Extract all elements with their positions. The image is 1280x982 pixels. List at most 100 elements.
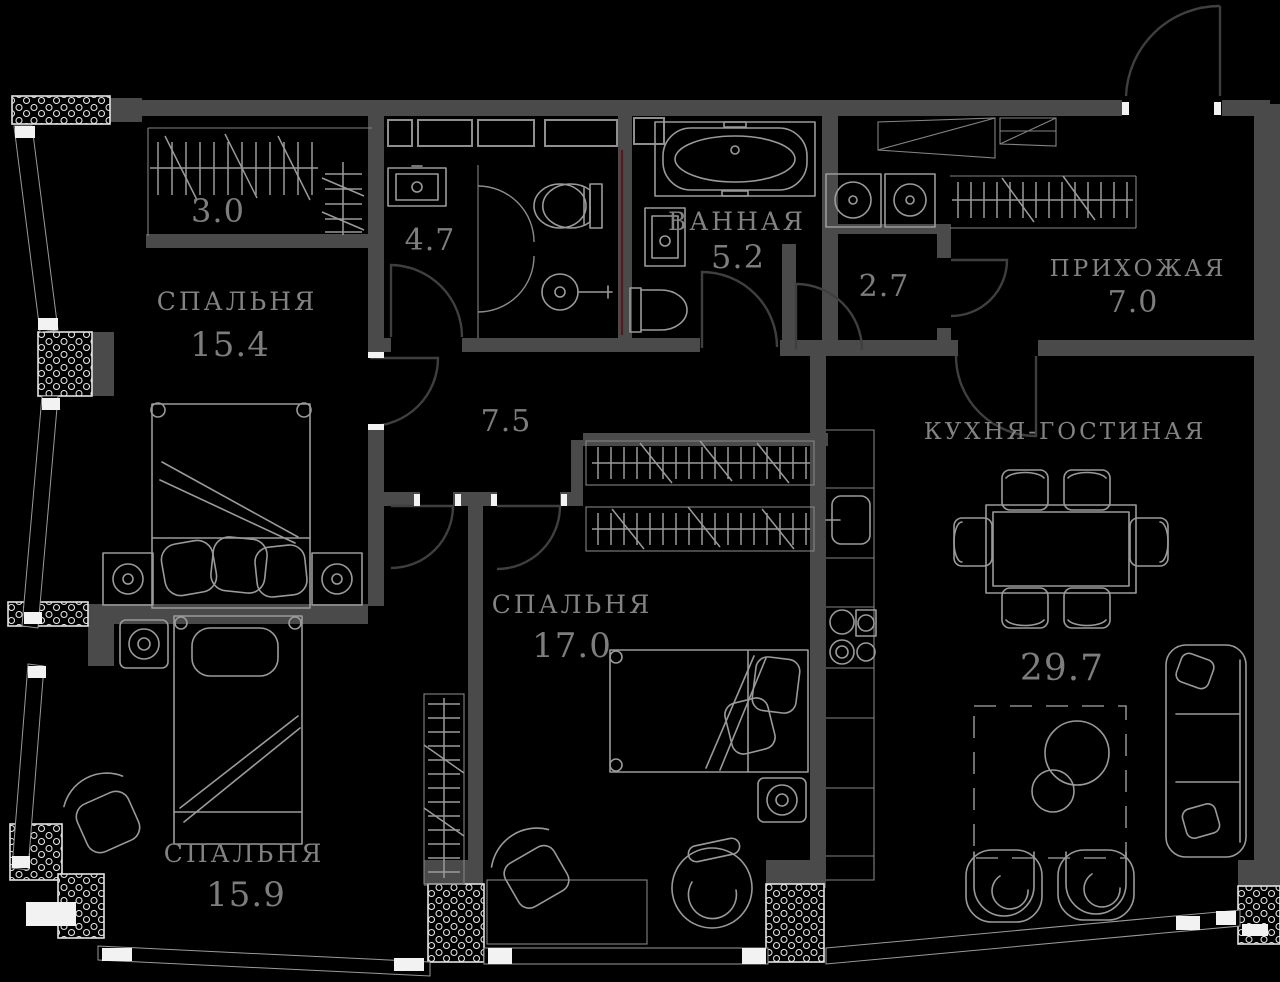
hanger-icon (611, 440, 795, 550)
room-bathroom (620, 117, 816, 335)
wall (1238, 860, 1280, 888)
wall (462, 338, 625, 352)
nightstand (311, 552, 363, 606)
pillow (1181, 802, 1221, 840)
pier (765, 883, 825, 963)
door-arc (390, 504, 455, 570)
door-jamb (561, 494, 567, 506)
wall-right (1254, 104, 1280, 890)
armchair (1057, 849, 1135, 921)
window (13, 125, 59, 333)
pier (37, 331, 93, 397)
wardrobe-rail (423, 693, 465, 885)
door-arc (496, 504, 562, 571)
room-bedroom-1 (102, 402, 363, 609)
door-jamb (368, 352, 384, 358)
wall (937, 224, 951, 258)
window-jamb (742, 948, 766, 964)
cabinet (999, 117, 1057, 147)
chair (1063, 469, 1111, 511)
pillow (1175, 652, 1215, 690)
wall (88, 604, 114, 666)
wall (1038, 340, 1255, 356)
window-jamb (38, 318, 58, 330)
room-name: СПАЛЬНЯ (164, 839, 325, 868)
wall (625, 338, 700, 352)
pillow (160, 539, 218, 597)
chair (1129, 517, 1169, 567)
window-jamb (1216, 911, 1236, 925)
area-label: 15.9 (206, 875, 286, 915)
area-label: 15.4 (190, 325, 270, 365)
cabinet (877, 117, 996, 159)
window-jamb (488, 948, 512, 964)
armchair (965, 849, 1043, 923)
wall (571, 440, 583, 506)
wall (146, 234, 372, 248)
wall (780, 340, 958, 356)
door-arc (950, 258, 1009, 318)
toilet-icon (533, 183, 603, 229)
room-bedroom-3 (63, 615, 465, 885)
window-jamb (1176, 916, 1200, 930)
windows (11, 125, 1268, 977)
window (97, 945, 431, 977)
area-label: 4.7 (405, 223, 456, 258)
wall (766, 860, 824, 886)
window (825, 909, 1241, 965)
wall-top (110, 100, 1122, 116)
window-jamb (28, 666, 46, 678)
armchair (63, 772, 141, 854)
wall (383, 492, 420, 506)
room-name: ПРИХОЖАЯ (1050, 256, 1227, 282)
room-name: ВАННАЯ (668, 207, 806, 236)
nightstand (102, 552, 154, 606)
hanger-icon (321, 177, 365, 231)
sofa (1165, 644, 1247, 858)
wall (112, 604, 368, 624)
window-jamb (15, 126, 35, 138)
pillow (751, 656, 801, 714)
toilet-icon (629, 287, 688, 333)
wall (424, 860, 482, 886)
window-jamb (102, 948, 132, 961)
pouf (1031, 769, 1075, 813)
room-labels: 3.0 СПАЛЬНЯ 15.4 4.7 ВАННАЯ 5.2 2.7 ПРИХ… (157, 192, 1227, 915)
pillow (191, 627, 279, 677)
door-jamb (414, 494, 420, 506)
window-jamb (12, 856, 30, 868)
window-jamb (26, 902, 76, 926)
shaft (544, 119, 618, 147)
room-closet (147, 127, 372, 236)
shower-door-arc (477, 185, 535, 243)
area-label: 5.2 (711, 238, 765, 276)
bed (173, 615, 303, 845)
chair (1001, 469, 1049, 511)
bathtub-icon (654, 121, 816, 197)
window-jamb (24, 612, 42, 624)
hanger-icon (164, 133, 311, 201)
window (21, 395, 59, 629)
wall (368, 424, 384, 494)
wall (468, 506, 483, 888)
pillow (724, 697, 776, 755)
chair (1063, 587, 1111, 629)
washing-machine-icon (825, 173, 882, 228)
pier (11, 95, 111, 125)
shower-door-arc (477, 255, 535, 313)
kitchen-counter (825, 429, 877, 881)
wall (368, 116, 384, 242)
room-bath-small (387, 119, 618, 338)
room-laundry (825, 173, 936, 228)
window (483, 947, 769, 965)
double-bed (609, 649, 809, 773)
door-jamb (491, 494, 497, 506)
door-arc (954, 355, 1038, 438)
shaft (417, 119, 473, 147)
dining-table (953, 469, 1169, 629)
chair (953, 517, 993, 567)
door-jamb (1122, 102, 1129, 115)
window-jamb (394, 958, 424, 971)
wall (368, 242, 384, 354)
